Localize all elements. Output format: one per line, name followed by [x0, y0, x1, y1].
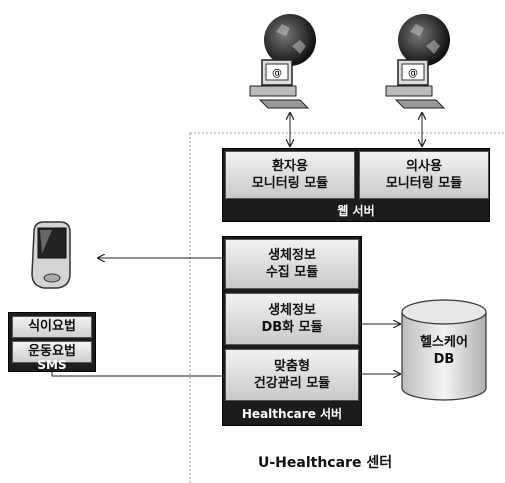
svg-text:@: @: [408, 68, 418, 79]
svg-text:@: @: [272, 68, 282, 79]
patient-monitoring-module[interactable]: 환자용 모니터링 모듈: [225, 151, 355, 199]
bio-collection-module[interactable]: 생체정보 수집 모듈: [225, 239, 359, 289]
sms-label: SMS: [37, 358, 67, 372]
sms-item-diet[interactable]: 식이요법: [12, 316, 92, 338]
patient-module-line1: 환자용: [272, 159, 308, 174]
bio-db-line1: 생체정보: [268, 303, 316, 318]
bio-collection-line1: 생체정보: [268, 248, 316, 263]
sms-item-exercise[interactable]: 운동요법: [12, 341, 92, 363]
patient-computer-icon: @: [249, 14, 316, 109]
custom-health-line1: 맞춤형: [274, 359, 310, 374]
healthcare-server-label: Healthcare 서버: [241, 407, 343, 421]
line-sms-to-server: [51, 371, 222, 377]
doctor-monitoring-module[interactable]: 의사용 모니터링 모듈: [359, 151, 489, 199]
database-label-line1: 헬스케어: [420, 335, 468, 350]
custom-health-module[interactable]: 맞춤형 건강관리 모듈: [225, 349, 359, 401]
doctor-computer-icon: @: [385, 14, 450, 109]
patient-module-line2: 모니터링 모듈: [251, 176, 329, 191]
mobile-phone-icon: [31, 221, 71, 289]
bio-collection-line2: 수집 모듈: [265, 265, 319, 280]
doctor-module-line2: 모니터링 모듈: [385, 176, 463, 191]
database-label: 헬스케어 DB: [399, 334, 489, 368]
database-label-line2: DB: [433, 352, 455, 367]
database-cylinder-icon: [401, 299, 487, 401]
web-server-label: 웹 서버: [337, 204, 375, 218]
healthcare-server-box: 생체정보 수집 모듈 생체정보 DB화 모듈 맞춤형 건강관리 모듈 Healt…: [222, 236, 362, 426]
custom-health-line2: 건강관리 모듈: [253, 376, 331, 391]
center-label: U-Healthcare 센터: [258, 455, 393, 471]
sms-box: 식이요법 운동요법 SMS: [8, 312, 96, 372]
web-server-box: 환자용 모니터링 모듈 의사용 모니터링 모듈 웹 서버: [222, 148, 490, 222]
doctor-module-line1: 의사용: [406, 159, 442, 174]
bio-db-module[interactable]: 생체정보 DB화 모듈: [225, 293, 359, 345]
bio-db-line2: DB화 모듈: [261, 320, 323, 335]
